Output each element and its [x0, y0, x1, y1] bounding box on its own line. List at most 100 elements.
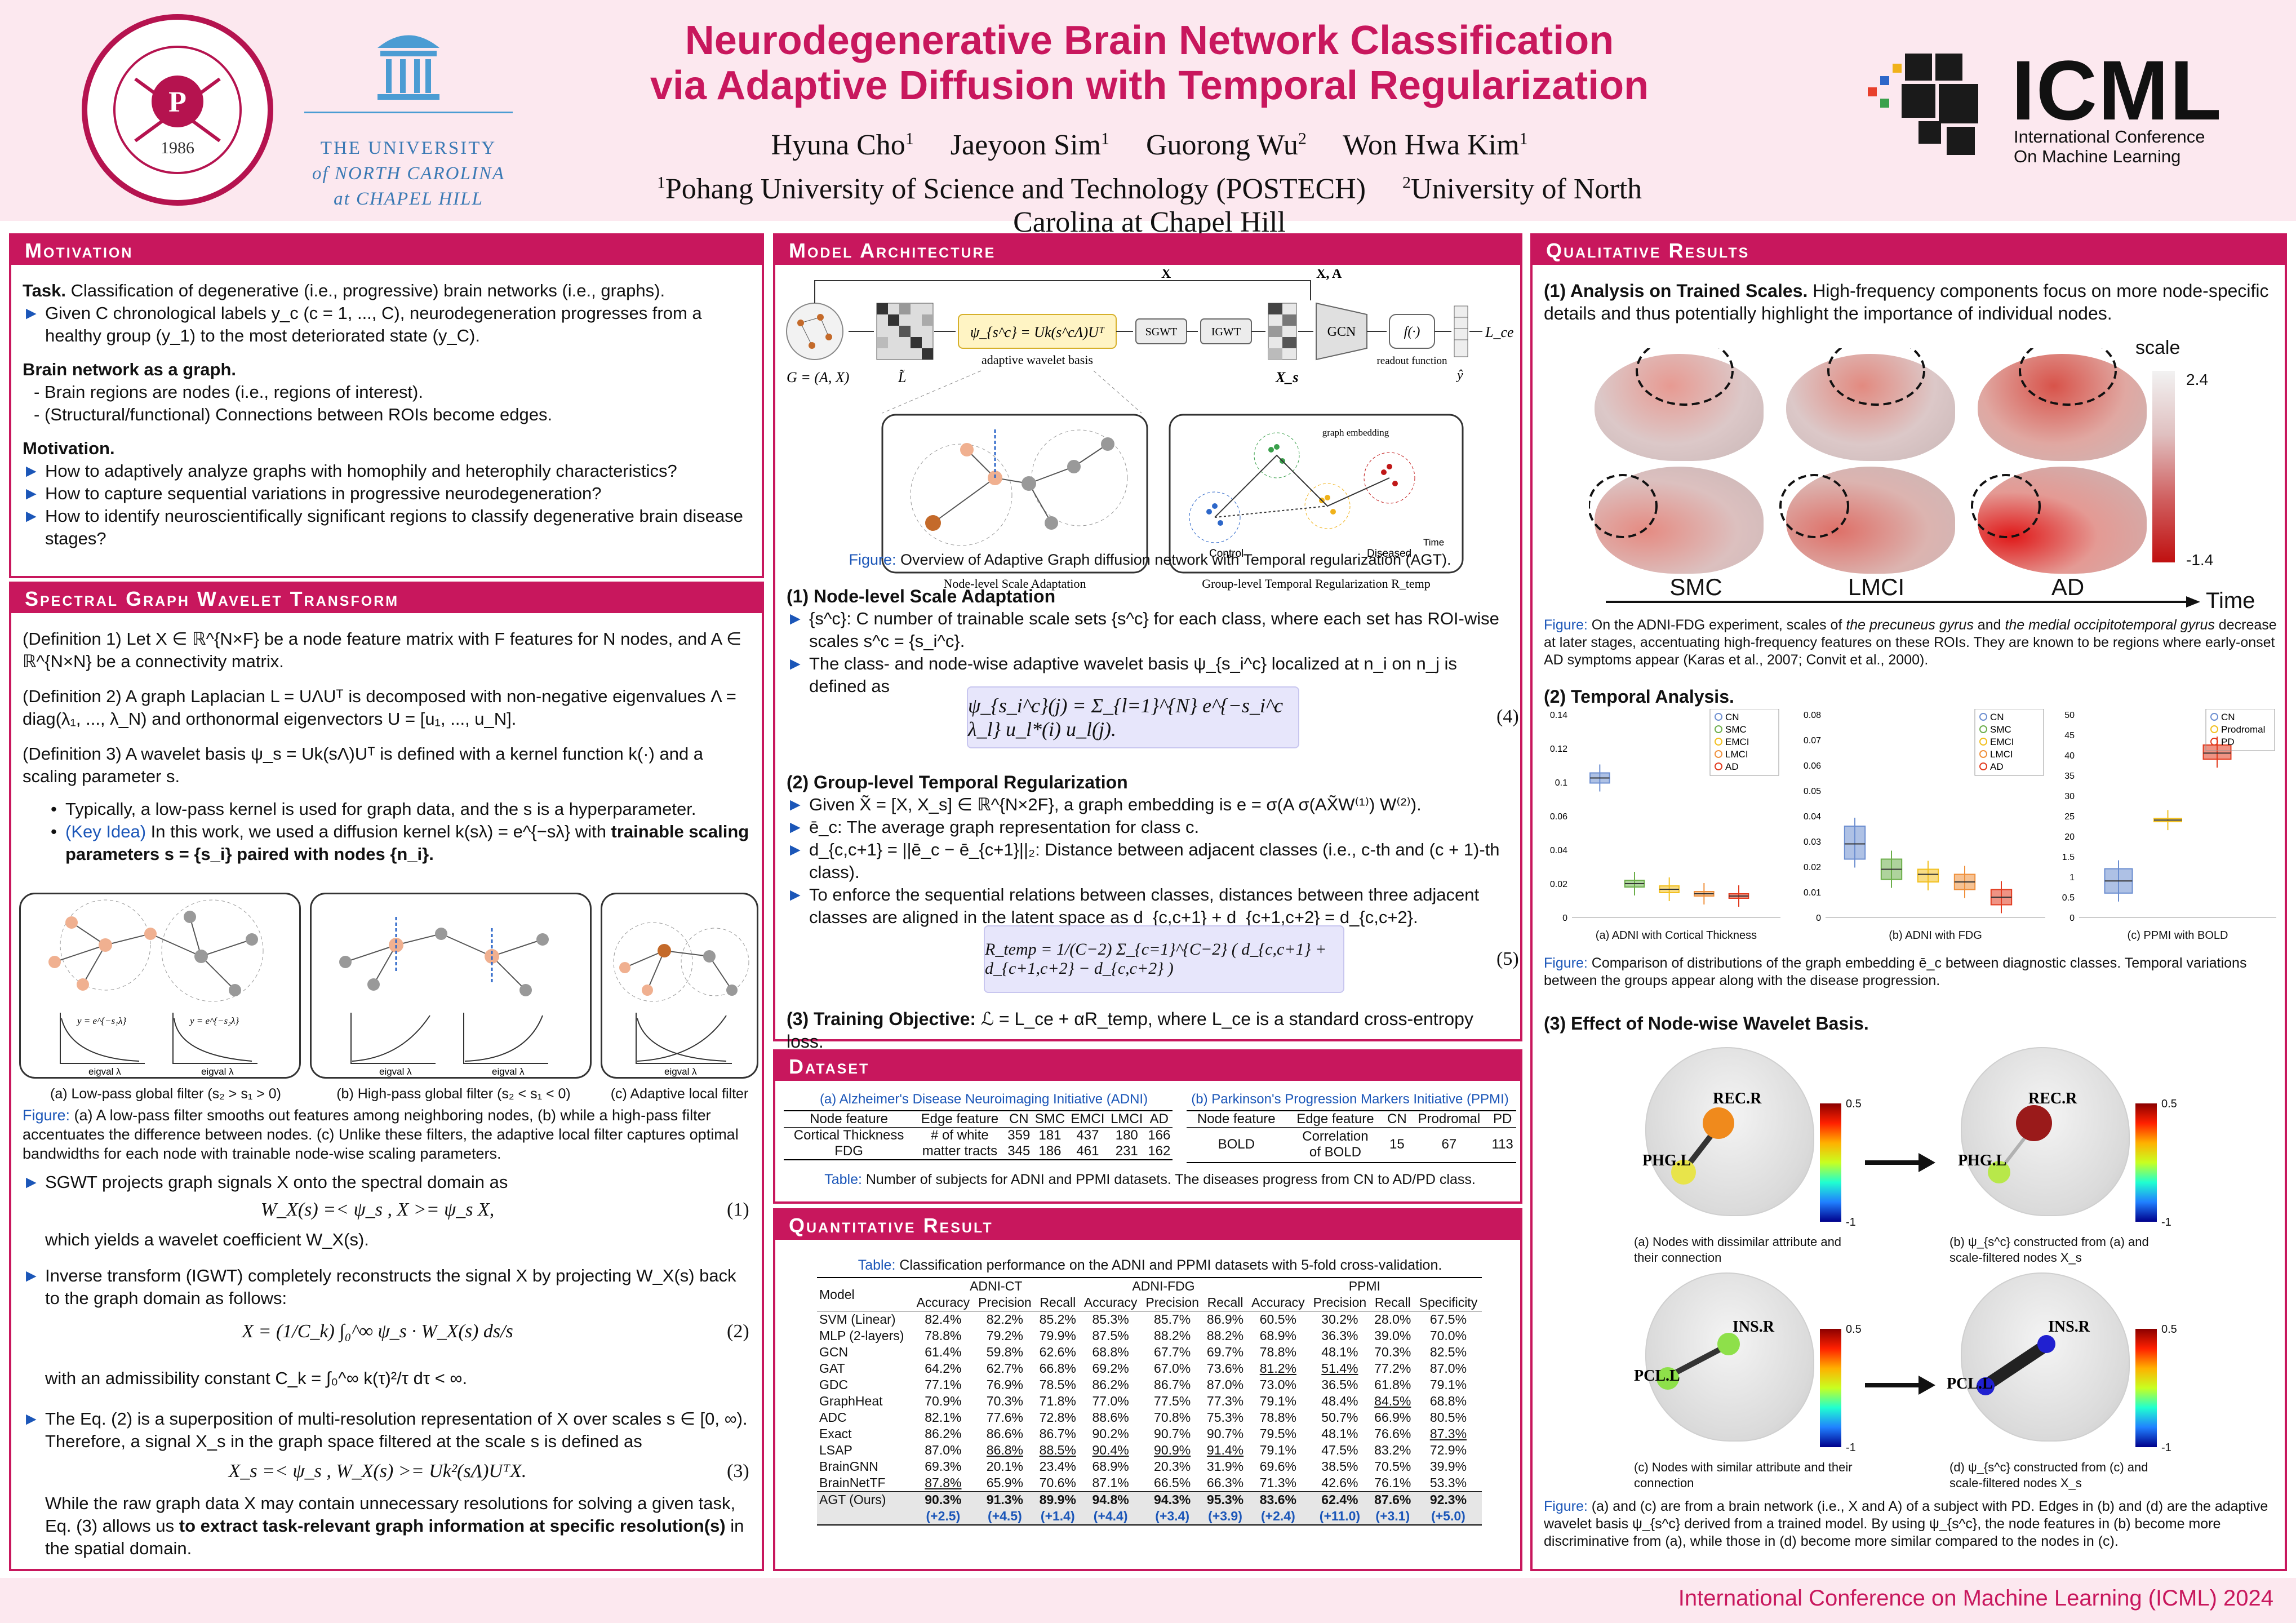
table-cell: 91.4% [1206, 1443, 1244, 1457]
y-tick-label: 0.01 [1804, 888, 1821, 898]
table-cell: 50.7% [1321, 1410, 1358, 1425]
arch-sub1-head: (1) Node-level Scale Adaptation [787, 586, 1056, 606]
legend-marker [1715, 725, 1722, 733]
equation-2: X = (1/C_k) ∫₀^∞ ψ_s · W_X(s) ds/s [242, 1321, 513, 1342]
svg-text:L̃: L̃ [898, 369, 906, 385]
equation-5: R_temp = 1/(C−2) Σ_{c=1}^{C−2} ( d_{c,c+… [984, 925, 1344, 993]
table-cell: 87.8% [925, 1475, 962, 1490]
table-cell: 94.3% [1154, 1492, 1191, 1507]
gain-cell: (+3.4) [1155, 1509, 1190, 1523]
time-label: Time [2206, 588, 2255, 613]
unc-line2: of NORTH CAROLINA [312, 163, 505, 184]
table-cell: 73.0% [1259, 1377, 1296, 1392]
table-cell: 86.7% [1039, 1426, 1076, 1441]
table-cell: AGT (Ours) [819, 1492, 886, 1507]
chart-title: (b) ADNI with FDG [1889, 929, 1982, 942]
low-pass-panel: y = e^{−s₁λ} y = e^{−s₂λ} eigval λ eigva… [19, 893, 301, 1079]
table-cell: GDC [819, 1377, 849, 1392]
table-cell: 72.8% [1039, 1410, 1076, 1425]
svg-text:readout function: readout function [1376, 355, 1447, 367]
table-cell: 28.0% [1374, 1312, 1411, 1327]
qual-p2-head: (2) Temporal Analysis. [1544, 686, 1734, 707]
colorbar-d [2135, 1329, 2157, 1447]
svg-text:Time: Time [1423, 537, 1444, 548]
gain-cell: (+5.0) [1431, 1509, 1465, 1523]
brain-caption: (d) ψ_{s^c} constructed from (c) and sca… [1949, 1460, 2148, 1490]
legend-label: AD [1725, 761, 1739, 772]
svg-text:adaptive wavelet basis: adaptive wavelet basis [982, 353, 1093, 367]
svg-text:PHG.L: PHG.L [1958, 1152, 2006, 1169]
training-objective: (3) Training Objective: ℒ = L_ce + αR_te… [787, 1009, 1473, 1052]
table-cell: 87.6% [1374, 1492, 1411, 1507]
equation-3: X_s =< ψ_s , W_X(s) >= Uk²(sΛ)UᵀX. [228, 1461, 527, 1482]
table-cell: 20.1% [986, 1459, 1024, 1474]
svg-text:Diseased: Diseased [1367, 548, 1411, 560]
table-cell: 87.3% [1429, 1426, 1467, 1441]
ppmi-table-title: (b) Parkinson's Progression Markers Init… [1191, 1092, 1509, 1107]
svg-text:ψ_{s^c} = Uk(s^cΛ)Uᵀ: ψ_{s^c} = Uk(s^cΛ)Uᵀ [970, 324, 1105, 340]
svg-text:L_ce: L_ce [1485, 324, 1514, 340]
y-tick-label: 0.06 [1550, 812, 1567, 822]
legend-marker [1979, 725, 1987, 733]
section-motivation: Motivation Task. Classification of degen… [9, 233, 764, 578]
table-cell: 86.8% [986, 1443, 1024, 1457]
column-header: Accuracy [1083, 1295, 1138, 1310]
author: Jaeyoon Sim [950, 129, 1101, 161]
table-cell: 39.9% [1429, 1459, 1467, 1474]
legend-label: SMC [1725, 724, 1747, 735]
svg-text:eigval λ: eigval λ [492, 1066, 525, 1077]
svg-text:REC.R: REC.R [2028, 1090, 2077, 1107]
sgwt-body: ►SGWT projects graph signals X onto the … [23, 1172, 508, 1192]
table-cell: 66.9% [1374, 1410, 1411, 1425]
svg-text:eigval λ: eigval λ [88, 1066, 121, 1077]
section-dataset: Dataset (a) Alzheimer's Disease Neuroima… [773, 1049, 1522, 1204]
box [1917, 868, 1939, 883]
scale-max: 2.4 [2186, 371, 2208, 388]
table-cell: 94.8% [1092, 1492, 1129, 1507]
legend-label: LMCI [1990, 749, 2013, 760]
table-cell: 62.6% [1039, 1345, 1076, 1359]
gain-cell: (+4.5) [988, 1509, 1022, 1523]
table-cell: 31.9% [1206, 1459, 1244, 1474]
column-header: Precision [1145, 1295, 1199, 1310]
table-cell: 90.7% [1206, 1426, 1244, 1441]
table-cell: 23.4% [1039, 1459, 1076, 1474]
gain-cell: (+11.0) [1319, 1509, 1361, 1523]
adni-table-title: (a) Alzheimer's Disease Neuroimaging Ini… [819, 1092, 1148, 1107]
table-cell: 78.5% [1039, 1377, 1076, 1392]
table-cell: 88.2% [1154, 1328, 1191, 1343]
table-cell: 36.5% [1321, 1377, 1358, 1392]
y-tick-label: 0.06 [1804, 761, 1821, 771]
arch-sub2-head: (2) Group-level Temporal Regularization [787, 772, 1128, 792]
y-tick-label: 25 [2064, 812, 2075, 822]
table-cell: 86.2% [925, 1426, 962, 1441]
svg-text:graph embedding: graph embedding [1322, 427, 1389, 438]
qual-fig1-caption: Figure: On the ADNI-FDG experiment, scal… [1544, 617, 2277, 668]
arch-sub1-body: ►{s^c}: C number of trainable scale sets… [787, 609, 1499, 696]
dataset-caption: Table: Number of subjects for ADNI and P… [824, 1172, 1476, 1187]
svg-text:1986: 1986 [161, 139, 194, 157]
brain-highlight-circles [1589, 348, 2117, 538]
gain-cell: (+3.9) [1208, 1509, 1242, 1523]
table-cell: 70.8% [1154, 1410, 1191, 1425]
adaptive-panel: eigval λ [601, 893, 758, 1079]
y-tick-label: 0.03 [1804, 837, 1821, 847]
table-cell: 73.6% [1206, 1361, 1244, 1376]
chart-title: (a) ADNI with Cortical Thickness [1596, 929, 1757, 942]
legend-marker [1715, 762, 1722, 770]
brain-smc-medial [1595, 467, 1764, 574]
legend-label: Prodromal [2221, 724, 2265, 735]
table-cell: 70.6% [1039, 1475, 1076, 1490]
table-row-gains: (+2.5)(+4.5)(+1.4)(+4.4)(+3.4)(+3.9)(+2.… [817, 1508, 1482, 1525]
section-header: Model Architecture [773, 233, 1522, 265]
gain-cell: (+1.4) [1040, 1509, 1075, 1523]
unc-old-well-icon [378, 35, 439, 100]
author: Guorong Wu [1145, 129, 1298, 161]
table-cell: 76.9% [986, 1377, 1024, 1392]
table-cell: 82.5% [1429, 1345, 1467, 1359]
section-header: Quantitative Result [773, 1208, 1522, 1240]
